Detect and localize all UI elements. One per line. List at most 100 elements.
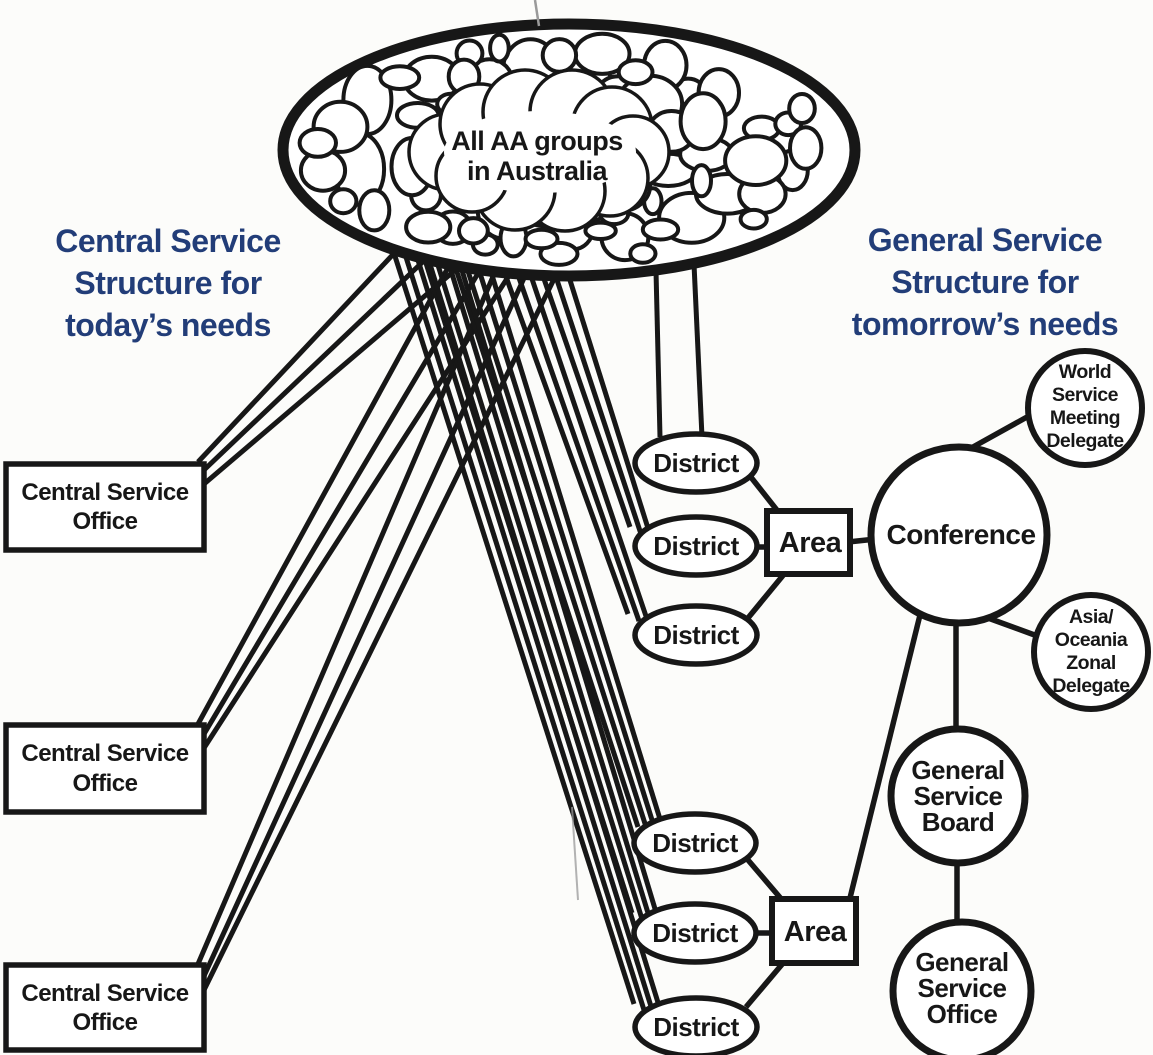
line-groups-to-cso1: [196, 245, 402, 464]
aa-group-bubble: [378, 64, 422, 91]
district-node-1: District: [632, 431, 760, 495]
line-district6-area2: [743, 960, 787, 1009]
district1-label: District: [653, 448, 739, 478]
groups-pool-label-line2: in Australia: [467, 156, 609, 186]
line-groups-to-district6: [390, 249, 637, 1005]
general-service-board-node: General Service Board: [887, 725, 1029, 867]
conference-label: Conference: [886, 519, 1035, 550]
line-groups-to-cso1: [202, 264, 462, 486]
aa-group-bubble: [678, 91, 728, 152]
aa-group-bubble: [788, 125, 824, 171]
right-title-line1: General Service: [868, 222, 1102, 258]
cso3-label-line1: Central Service: [21, 980, 188, 1007]
gso-label-line2: Service: [917, 973, 1006, 1003]
aa-group-bubble: [540, 37, 579, 74]
aa-group-bubble: [640, 217, 681, 242]
right-section-title: General Service Structure for tomorrow’s…: [852, 222, 1119, 342]
zonal-label-line3: Zonal: [1066, 652, 1116, 674]
aa-group-bubble: [787, 92, 817, 125]
zonal-label-line2: Oceania: [1055, 629, 1128, 651]
line-groups-to-district5: [434, 261, 645, 920]
district-node-2: District: [632, 514, 760, 578]
district4-label: District: [652, 828, 738, 858]
right-title-line3: tomorrow’s needs: [852, 306, 1118, 342]
area-box-1: Area: [764, 508, 853, 577]
line-conference-world-delegate: [971, 409, 1038, 450]
left-title-line1: Central Service: [55, 223, 281, 259]
left-section-title: Central Service Structure for today’s ne…: [55, 223, 281, 343]
area1-label: Area: [779, 527, 843, 559]
conference-node: Conference: [867, 443, 1051, 627]
aa-group-bubble: [583, 220, 618, 242]
left-title-line2: Structure for: [74, 265, 261, 301]
zonal-label-line1: Asia/: [1069, 606, 1114, 628]
aa-group-bubble: [628, 242, 658, 265]
cso1-label-line2: Office: [72, 508, 137, 535]
gsb-label-line3: Board: [922, 807, 995, 837]
gso-label-line1: General: [915, 947, 1008, 977]
central-service-office-box-1: Central Service Office: [3, 461, 207, 553]
cso1-label-line1: Central Service: [21, 479, 188, 506]
line-groups-to-district4: [464, 267, 651, 834]
left-title-line3: today’s needs: [65, 307, 271, 343]
wsm-label-line3: Meeting: [1050, 407, 1120, 429]
cso2-label-line1: Central Service: [21, 740, 188, 767]
gsb-label-line1: General: [911, 755, 1004, 785]
group-to-district-lines: [390, 249, 705, 1023]
aa-group-bubble: [738, 207, 769, 231]
aa-group-bubble: [690, 163, 713, 199]
line-groups-to-district2: [553, 276, 644, 535]
area2-label: Area: [784, 916, 848, 948]
line-groups-to-district1: [653, 270, 663, 438]
central-service-office-box-2: Central Service Office: [3, 722, 207, 815]
wsm-label-line4: Delegate: [1046, 430, 1124, 452]
scan-artifact-top-string: [533, 0, 541, 27]
line-groups-to-district6: [402, 253, 647, 1011]
gsb-label-line2: Service: [913, 781, 1002, 811]
asia-oceania-zonal-delegate-node: Asia/ Oceania Zonal Delegate: [1031, 592, 1151, 712]
cso3-label-line2: Office: [72, 1009, 137, 1036]
line-groups-to-cso3: [195, 271, 498, 965]
district-node-5: District: [631, 901, 759, 965]
general-service-office-node: General Service Office: [889, 918, 1035, 1055]
district3-label: District: [653, 620, 739, 650]
central-service-office-box-3: Central Service Office: [3, 962, 207, 1053]
groups-pool-label-line1: All AA groups: [451, 126, 623, 156]
scan-artifact-mid-scratch: [571, 806, 579, 901]
area-box-2: Area: [769, 896, 859, 966]
right-title-line2: Structure for: [891, 264, 1078, 300]
line-groups-to-district6: [414, 256, 657, 1017]
aa-group-bubble: [488, 32, 511, 64]
line-groups-to-cso2: [195, 262, 453, 726]
line-groups-to-district1: [691, 263, 705, 438]
district5-label: District: [652, 918, 738, 948]
wsm-label-line1: World: [1059, 361, 1111, 383]
zonal-label-line4: Delegate: [1052, 675, 1130, 697]
line-district3-area1: [745, 571, 788, 620]
aa-group-bubble: [297, 127, 338, 159]
district-node-6: District: [632, 995, 760, 1055]
gso-label-line3: Office: [927, 999, 998, 1029]
aa-group-bubble: [357, 188, 392, 233]
district-node-4: District: [631, 811, 759, 875]
line-groups-to-district4: [488, 271, 671, 846]
line-groups-to-district2: [566, 276, 655, 542]
wsm-label-line2: Service: [1052, 384, 1119, 406]
line-groups-to-district5: [446, 263, 655, 927]
world-service-meeting-delegate-node: World Service Meeting Delegate: [1025, 348, 1145, 468]
all-aa-groups-node: All AA groups in Australia: [277, 18, 861, 282]
line-district1-area1: [747, 474, 783, 516]
cloud-core: [444, 111, 636, 193]
line-groups-to-district4: [476, 269, 661, 840]
cso2-label-line2: Office: [72, 770, 137, 797]
line-groups-to-district5: [458, 266, 665, 933]
groups-label-cloud: All AA groups in Australia: [407, 68, 671, 233]
line-groups-to-cso1: [202, 253, 432, 472]
aa-group-bubble: [404, 209, 453, 245]
scan-artifacts: [533, 0, 579, 901]
line-groups-to-district6: [426, 260, 667, 1023]
line-groups-to-district3: [515, 274, 642, 622]
line-conference-area2: [846, 614, 923, 903]
